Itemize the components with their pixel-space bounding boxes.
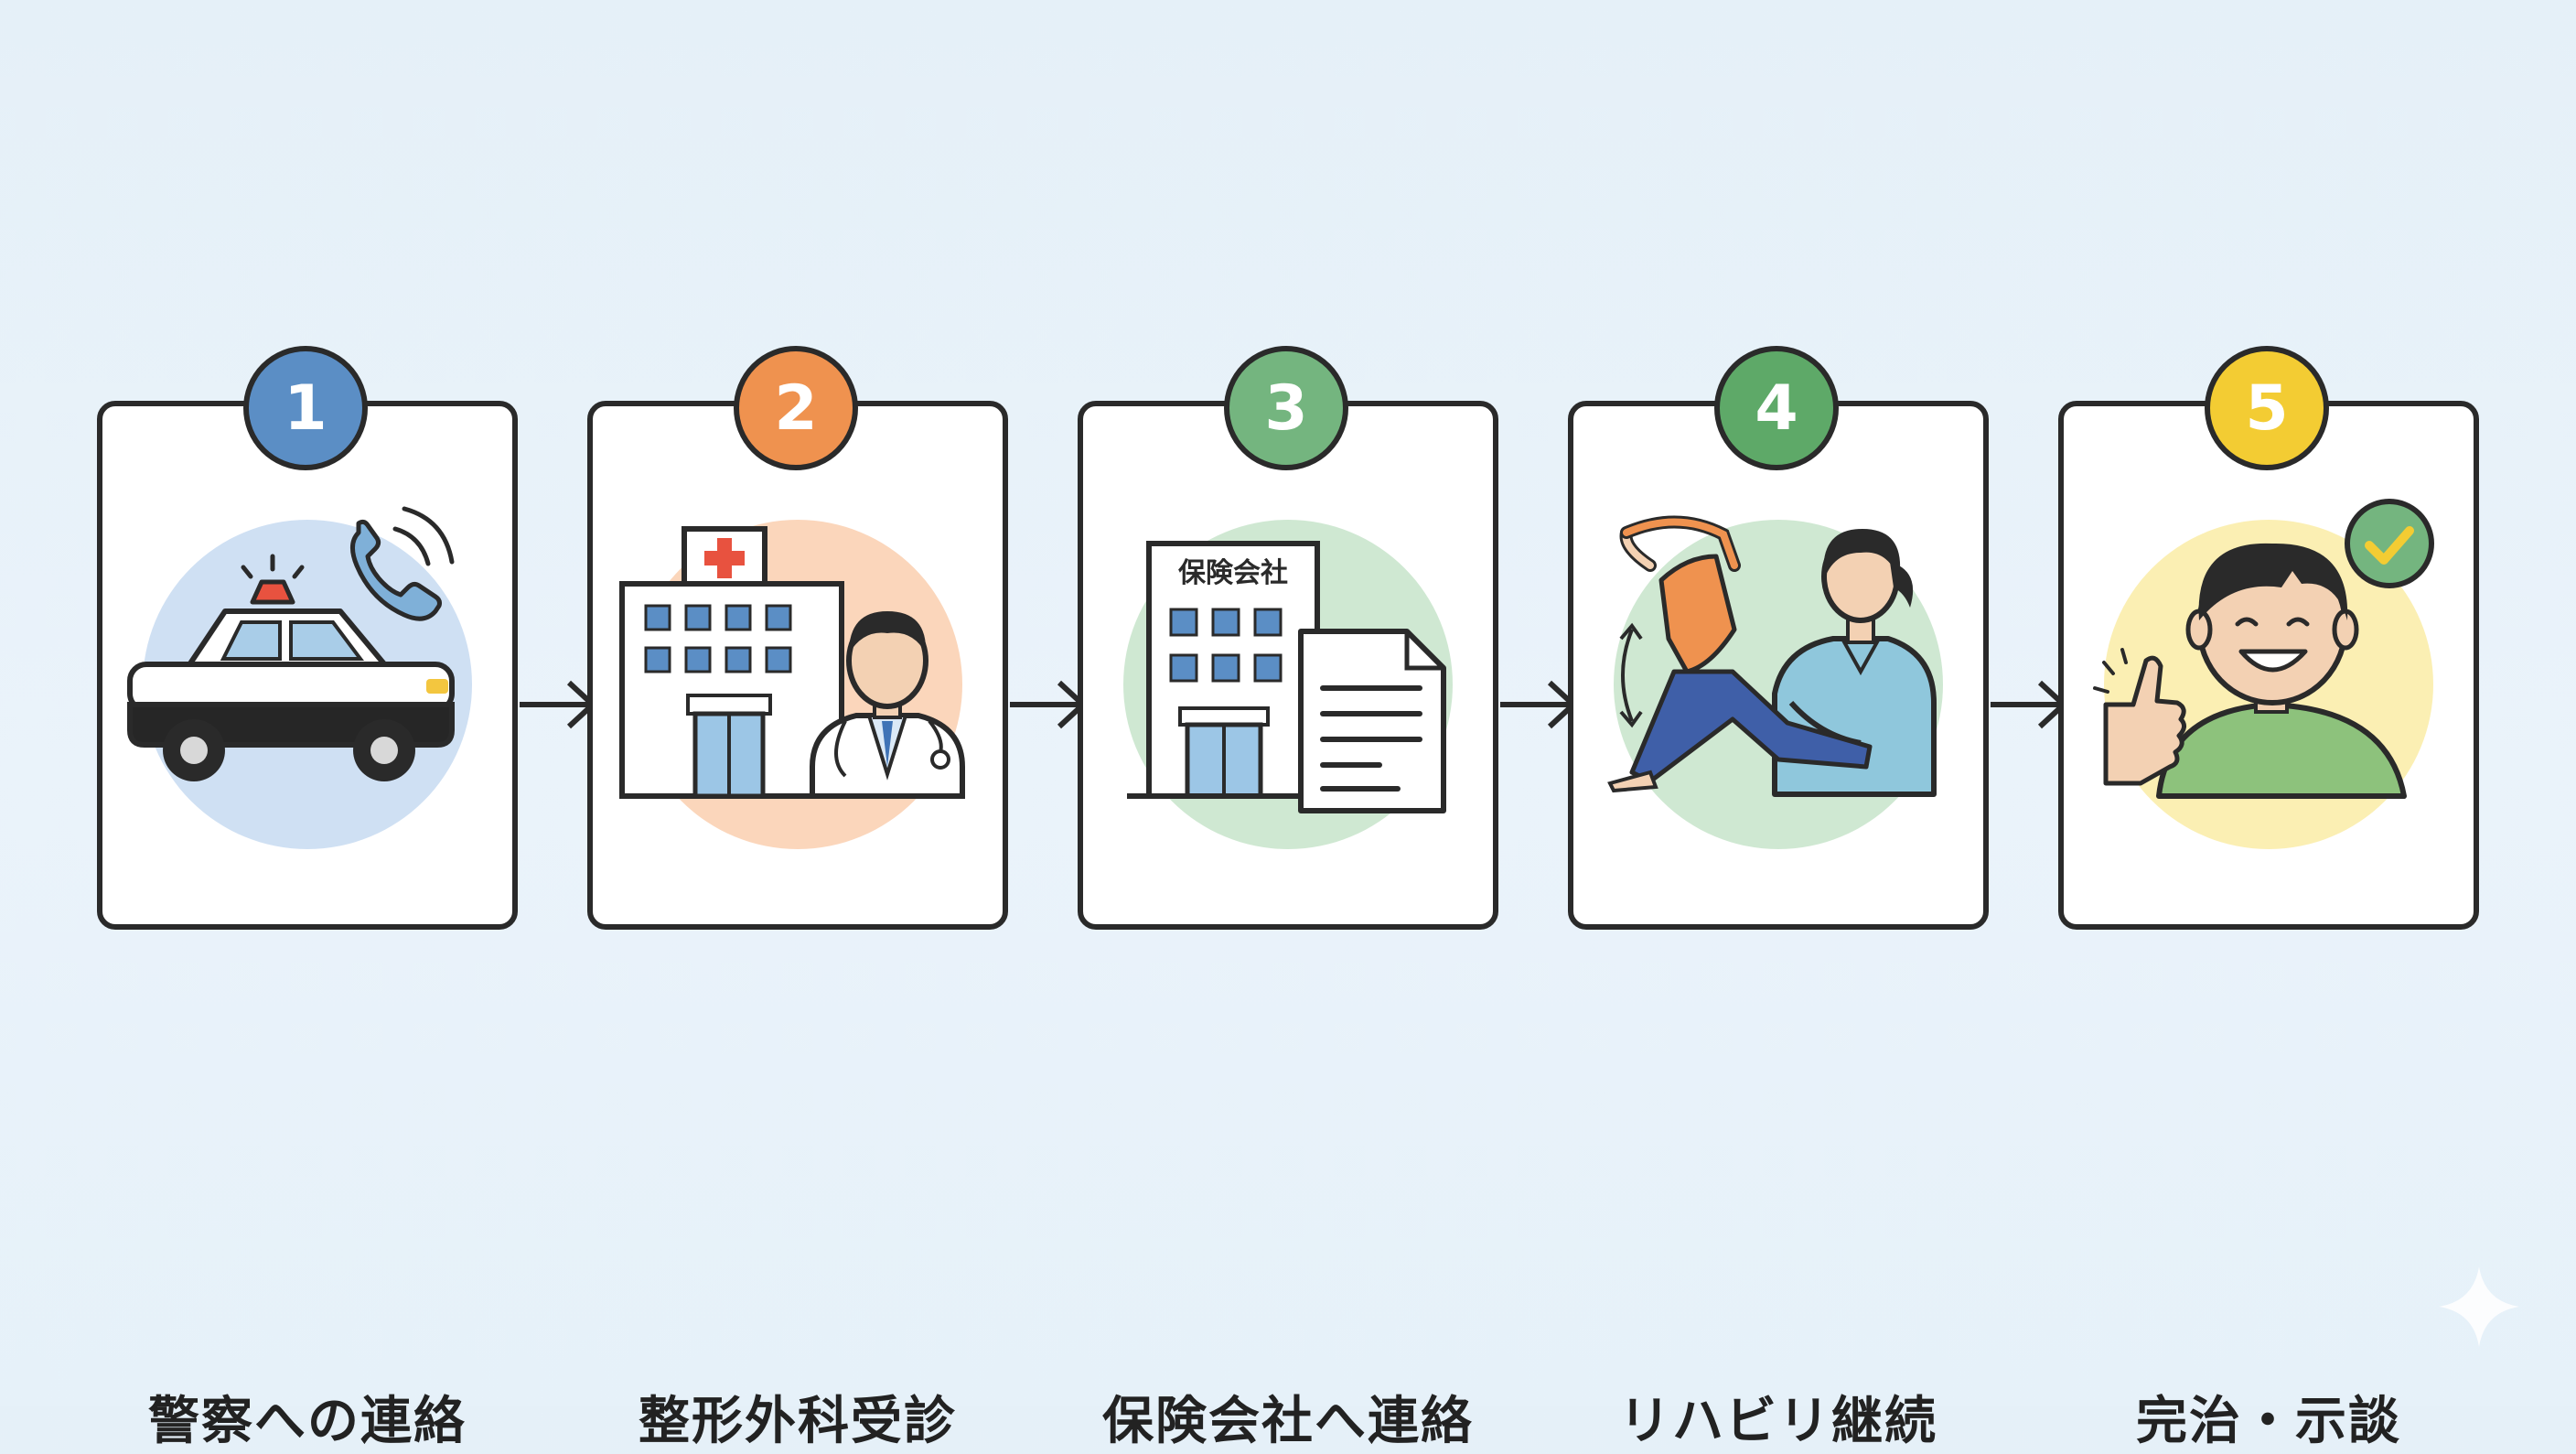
- step-3: 3 保険会社 保険会社へ連絡: [1078, 346, 1498, 1451]
- thumbs-up-check-icon: [2093, 499, 2434, 849]
- step-2: 2 整形外科受診: [587, 346, 1008, 1451]
- sparkle-icon: [2439, 1266, 2519, 1347]
- step-label: 整形外科受診: [639, 1392, 957, 1451]
- step-5: 5 完治・示談: [2058, 346, 2479, 1451]
- step-label: 完治・示談: [2136, 1392, 2401, 1451]
- hospital-doctor-icon: [619, 520, 965, 849]
- building-sign-text: 保険会社: [1178, 557, 1288, 589]
- step-number-badge: 4: [1714, 346, 1839, 470]
- step-4: 4 リハビリ継続: [1568, 346, 1989, 1451]
- insurance-company-document-icon: 保険会社: [1123, 520, 1453, 849]
- police-car-phone-icon: [127, 506, 472, 849]
- step-number-badge: 3: [1224, 346, 1348, 470]
- step-number-badge: 5: [2205, 346, 2329, 470]
- step-1: 1 警察への連絡: [97, 346, 518, 1451]
- step-number-badge: 2: [734, 346, 858, 470]
- step-label: 保険会社へ連絡: [1102, 1392, 1474, 1451]
- rehabilitation-therapist-icon: [1607, 515, 1943, 849]
- step-label: リハビリ継続: [1619, 1392, 1937, 1451]
- step-label: 警察への連絡: [148, 1392, 467, 1451]
- step-number-badge: 1: [243, 346, 368, 470]
